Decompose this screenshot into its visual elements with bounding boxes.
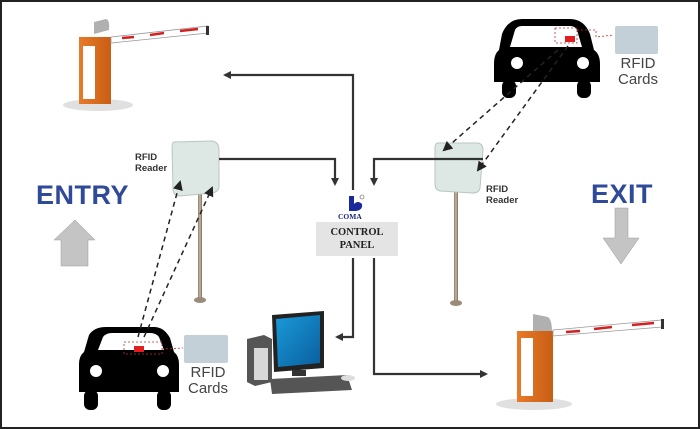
computer-workstation [247, 311, 355, 394]
entry-barrier-gate [63, 19, 209, 111]
exit-rfid-reader [434, 142, 484, 306]
control-panel-box: CONTROL PANEL [316, 222, 398, 256]
exit-label: EXIT [591, 179, 654, 209]
entry-reader-label: RFID Reader [135, 152, 167, 174]
control-panel-line1: CONTROL [330, 227, 384, 238]
control-wiring [219, 71, 488, 378]
exit-reader-label-line1: RFID [486, 184, 509, 195]
coma-brand-text: COMA [338, 212, 362, 221]
entry-reader-label-line1: RFID [135, 152, 158, 163]
entry-car-rfid-tag [123, 341, 184, 355]
exit-barrier-gate [496, 314, 664, 410]
exit-reader-label: RFID Reader [486, 184, 518, 206]
control-panel-line2: PANEL [339, 240, 375, 251]
entry-cards-label-line1: RFID [190, 364, 226, 381]
exit-cards-label: RFID Cards [616, 56, 660, 88]
entry-label: ENTRY [36, 180, 130, 210]
exit-car-rfid-tag [554, 27, 615, 44]
entry-reader-label-line2: Reader [135, 163, 168, 174]
entry-rfid-reader [171, 140, 220, 303]
entry-direction-arrow-icon [53, 219, 96, 267]
exit-direction-arrow-icon [602, 207, 640, 265]
entry-rfid-card [184, 335, 228, 363]
entry-cards-label-line2: Cards [187, 380, 228, 397]
entry-cards-label: RFID Cards [186, 365, 230, 397]
exit-rfid-card [615, 26, 658, 54]
exit-car [494, 19, 600, 98]
coma-logo-icon [349, 194, 365, 211]
exit-cards-label-line1: RFID [620, 55, 656, 72]
entry-car [79, 327, 179, 410]
exit-reader-label-line2: Reader [486, 195, 519, 206]
exit-cards-label-line2: Cards [617, 71, 658, 88]
rf-signal-lines [137, 45, 569, 338]
